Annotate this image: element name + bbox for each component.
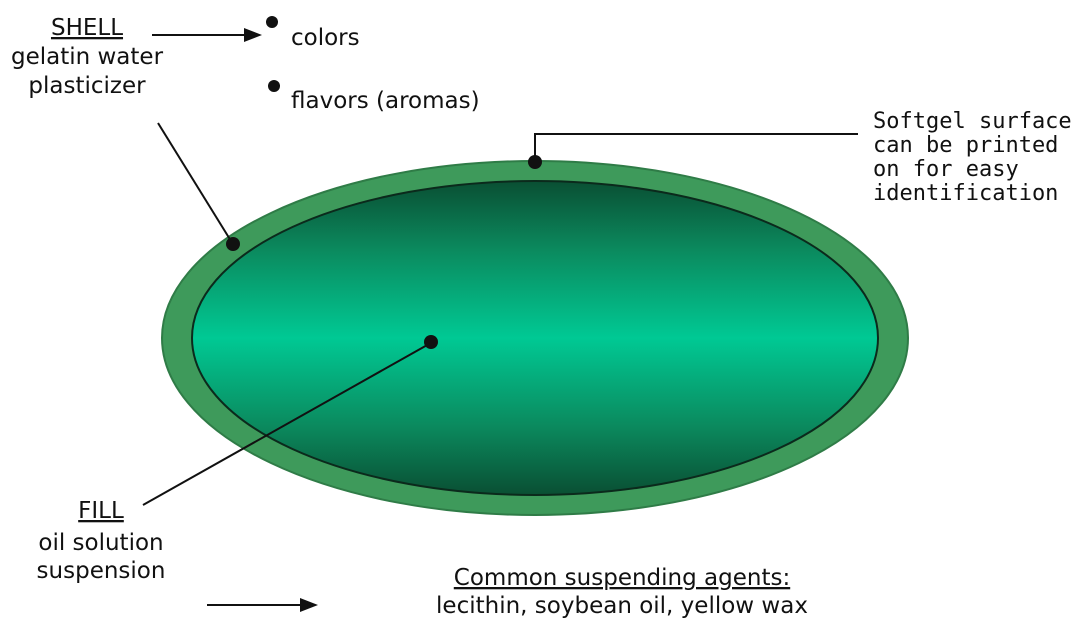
shell-line-1: gelatin water [11,44,164,70]
shell-leader [158,123,240,251]
fill-heading: FILL [78,498,124,524]
shell-heading: SHELL [51,15,123,41]
bullet-dot [268,80,280,92]
surface-note-line-1: Softgel surface [873,109,1072,134]
suspending-heading: Common suspending agents: [454,565,790,591]
capsule-fill [192,181,878,495]
bullet-dot [266,16,278,28]
surface-note-line-4: identification [873,181,1058,206]
surface-note-line-2: can be printed [873,133,1058,158]
suspending-arrow [207,598,318,612]
fill-line-2: suspension [37,558,166,584]
shell-arrow [152,28,262,42]
suspending-agents: lecithin, soybean oil, yellow wax [436,593,808,619]
surface-note-line-3: on for easy [873,157,1019,182]
shell-line-2: plasticizer [28,73,146,99]
bullet-flavors: flavors (aromas) [291,88,480,114]
fill-line-1: oil solution [38,530,163,556]
bullet-colors: colors [291,25,360,51]
